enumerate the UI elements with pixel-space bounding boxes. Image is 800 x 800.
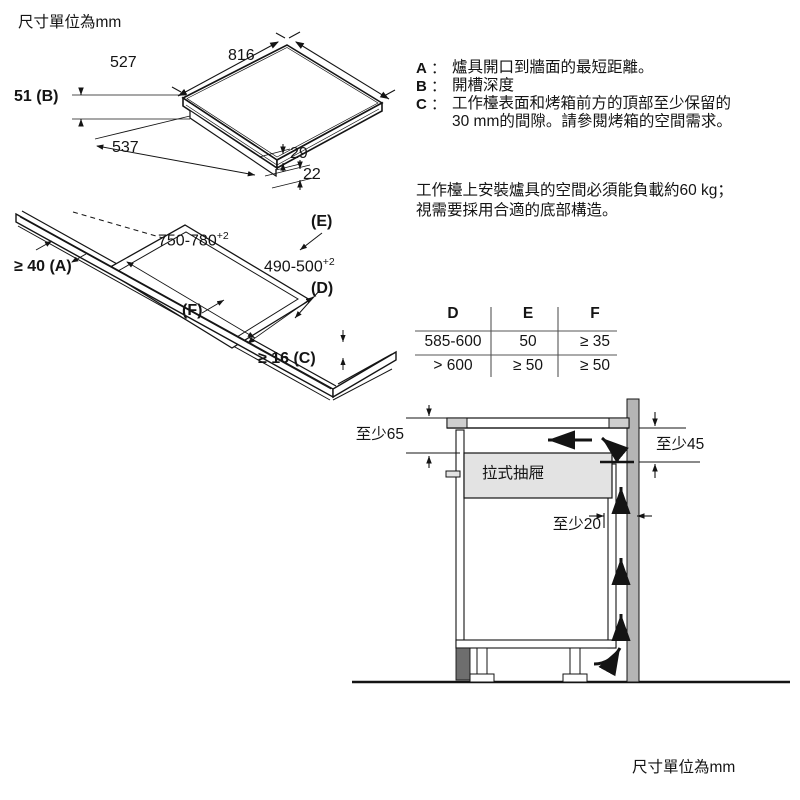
table-row-0-cell-e: 50 — [519, 333, 537, 350]
leader-F — [201, 299, 225, 314]
dim-label-527: 527 — [110, 54, 137, 71]
dim-A-40 — [35, 240, 87, 263]
plinth-block — [455, 647, 471, 681]
cross-section-drawing — [352, 398, 790, 684]
table-header-f: F — [590, 305, 600, 322]
spec-table-rules — [415, 307, 617, 377]
worktop-slab — [446, 417, 630, 429]
legend-text-a: 爐具開口到牆面的最短距離。 — [452, 59, 654, 76]
dim-label-22: 22 — [303, 166, 321, 183]
table-row-1-cell-d: > 600 — [433, 357, 473, 374]
legend-key-c: C — [416, 96, 427, 113]
cutout-depth-tolerance: +2 — [322, 256, 335, 268]
dim-29 — [258, 144, 301, 172]
leader-D — [294, 289, 321, 319]
legend-colon-b: ： — [431, 78, 447, 95]
leader-E — [299, 232, 323, 251]
dim-537 — [94, 115, 256, 177]
table-row-1-cell-e: ≥ 50 — [512, 357, 544, 374]
marker-label-E: (E) — [311, 213, 333, 230]
dim-22 — [264, 160, 314, 190]
legend-key-a: A — [416, 60, 427, 77]
table-header-e: E — [522, 305, 534, 322]
wall — [626, 398, 640, 683]
dim-rear-gap — [589, 513, 652, 528]
label-wall-clearance: 至少45 — [656, 436, 705, 453]
worktop-right-band — [332, 350, 397, 399]
dim-label-cutout-depth: 490-500+2 — [264, 257, 335, 275]
load-note-line2: 視需要採用合適的底部構造。 — [416, 202, 618, 219]
dim-label-816: 816 — [228, 47, 255, 64]
dim-label-29: 29 — [290, 145, 308, 162]
cutout-depth-value: 490-500 — [264, 258, 323, 276]
dim-527 — [171, 32, 286, 97]
legend-text-b: 開槽深度 — [452, 77, 515, 94]
airflow-curve-bottom — [593, 647, 622, 677]
legend-colon-c: ： — [431, 96, 447, 113]
hob-isometric-drawing — [181, 44, 384, 178]
cutout-width-tolerance: +2 — [216, 230, 229, 242]
dim-label-537: 537 — [112, 139, 139, 156]
label-pullout-drawer: 拉式抽屜 — [482, 465, 545, 482]
dim-wall-clearance — [639, 412, 700, 478]
label-rear-gap: 至少20 — [552, 516, 601, 533]
label-top-clearance: 至少65 — [355, 426, 404, 443]
marker-label-F: (F) — [182, 302, 203, 319]
table-row-0-cell-f: ≥ 35 — [579, 333, 611, 350]
dim-label-C: ≥ 16 (C) — [258, 350, 316, 367]
dim-816 — [288, 31, 396, 100]
table-header-d: D — [447, 305, 459, 322]
legend-key-b: B — [416, 78, 427, 95]
pullout-drawer — [445, 452, 613, 499]
legend-colon-a: ： — [431, 60, 447, 77]
dim-label-cutout-width: 750-780+2 — [158, 231, 229, 249]
cabinet-legs — [469, 647, 588, 683]
table-row-1-cell-f: ≥ 50 — [579, 357, 611, 374]
dim-490-500 — [247, 296, 314, 344]
dim-51-B — [72, 87, 190, 127]
table-row-0-cell-d: 585-600 — [424, 333, 482, 350]
hob-top-surface — [181, 44, 384, 161]
dim-label-51-B: 51 (B) — [14, 88, 59, 105]
load-note-line1: 工作檯上安裝爐具的空間必須能負載約60 kg； — [416, 182, 733, 199]
legend-text-c-line1: 工作檯表面和烤箱前方的頂部至少保留的 — [452, 95, 732, 112]
dim-label-A: ≥ 40 (A) — [14, 258, 72, 275]
unit-note-top: 尺寸單位為mm — [18, 14, 122, 31]
unit-note-bottom: 尺寸單位為mm — [632, 759, 736, 776]
dim-750-780 — [126, 261, 256, 339]
legend-text-c-line2: 30 mm的間隙。請參閱烤箱的空間需求。 — [452, 113, 732, 130]
dim-top-clearance — [406, 405, 460, 468]
marker-label-D: (D) — [311, 280, 334, 297]
airflow-curve-top — [601, 436, 629, 463]
cutout-width-value: 750-780 — [158, 232, 217, 250]
